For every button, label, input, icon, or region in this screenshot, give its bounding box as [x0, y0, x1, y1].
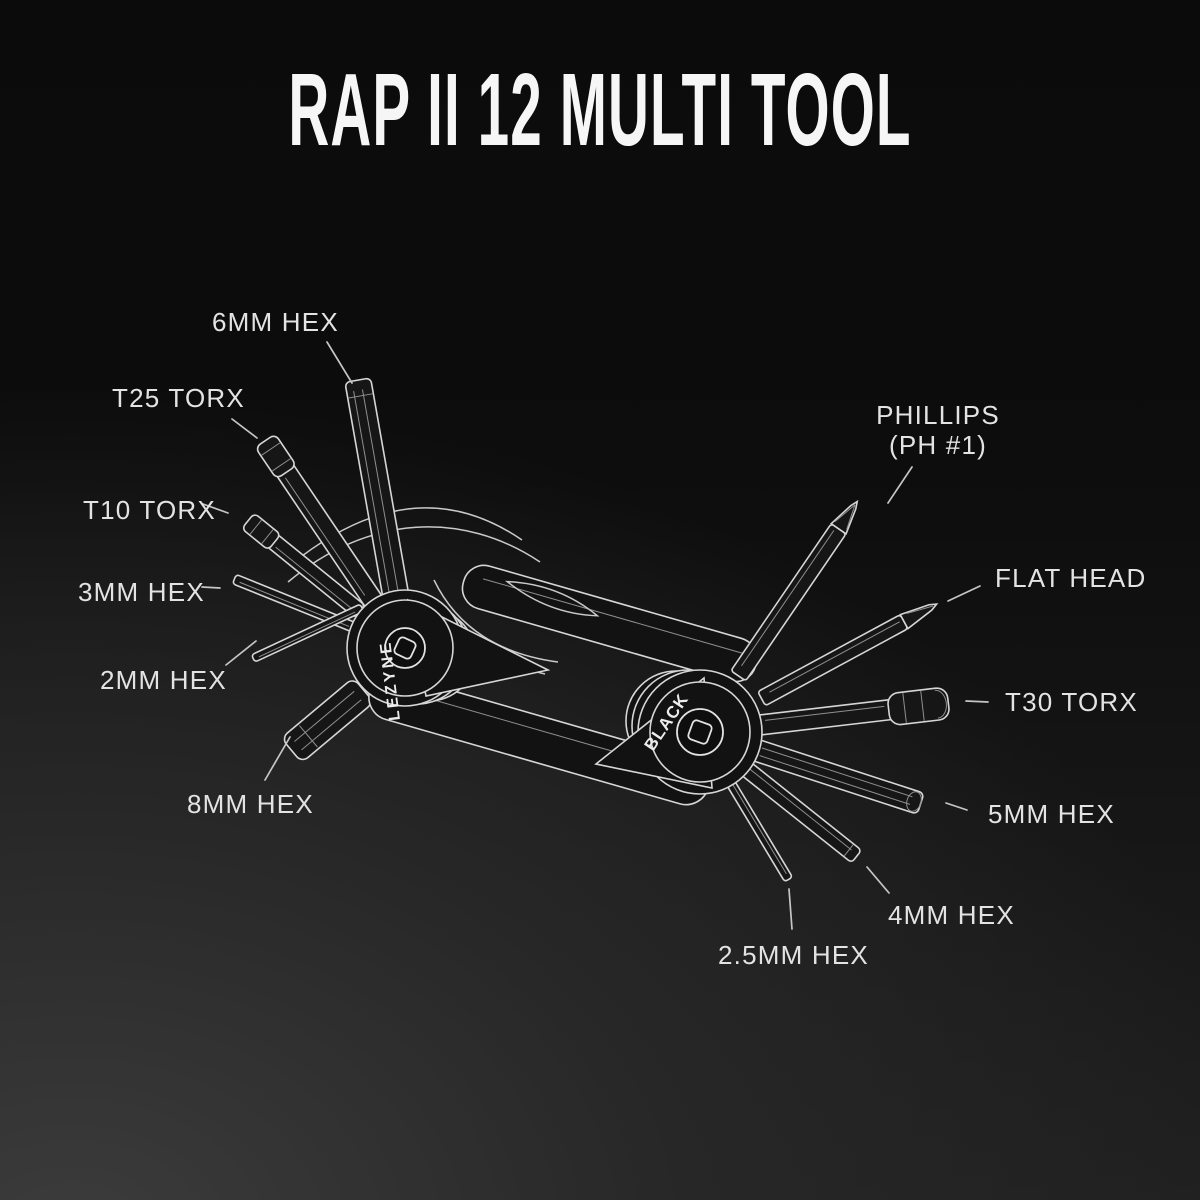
- callout-phillips: PHILLIPS (PH #1): [858, 400, 1018, 460]
- callout-t30-torx: T30 TORX: [1005, 687, 1138, 717]
- leader-flat-head: [947, 585, 981, 602]
- leader-3mm-hex: [201, 586, 221, 589]
- leader-t10-torx: [202, 503, 229, 514]
- callout-t10-torx: T10 TORX: [83, 495, 216, 525]
- callout-8mm-hex: 8MM HEX: [187, 789, 314, 819]
- page-title: RAP II 12 MULTI TOOL: [288, 52, 912, 167]
- bit-phillips: [731, 499, 859, 681]
- callout-5mm-hex: 5MM HEX: [988, 799, 1115, 829]
- callout-2mm-hex: 2MM HEX: [100, 665, 227, 695]
- callout-t25-torx: T25 TORX: [112, 383, 245, 413]
- leader-phillips: [887, 466, 913, 504]
- bit-t10-torx: [242, 514, 365, 617]
- callout-phillips-line1: PHILLIPS: [876, 400, 1000, 430]
- bit-6mm-hex: [344, 377, 414, 629]
- leader-lines: [201, 341, 989, 930]
- right-pivot-stack: BLACK: [594, 669, 763, 795]
- callout-2.5mm-hex: 2.5MM HEX: [718, 940, 869, 970]
- leader-4mm-hex: [866, 866, 890, 894]
- bit-t30-torx: [755, 687, 950, 736]
- bit-flat-head: [758, 603, 939, 706]
- bit-2mm-hex: [251, 604, 364, 662]
- leader-5mm-hex: [945, 802, 968, 811]
- leader-t25-torx: [231, 418, 258, 439]
- leader-t30-torx: [965, 700, 989, 703]
- left-pivot-stack: LEZYNE: [346, 589, 551, 722]
- bit-5mm-hex: [748, 738, 924, 814]
- callout-3mm-hex: 3MM HEX: [78, 577, 205, 607]
- bit-8mm-hex: [283, 680, 372, 761]
- leader-6mm-hex: [326, 341, 353, 384]
- callout-flat-head: FLAT HEAD: [995, 563, 1147, 593]
- callout-6mm-hex: 6MM HEX: [212, 307, 339, 337]
- callout-phillips-line2: (PH #1): [889, 430, 987, 460]
- callout-4mm-hex: 4MM HEX: [888, 900, 1015, 930]
- bit-t25-torx: [256, 435, 382, 608]
- leader-2.5mm-hex: [788, 888, 793, 930]
- leader-8mm-hex: [264, 736, 291, 781]
- leader-2mm-hex: [225, 640, 257, 666]
